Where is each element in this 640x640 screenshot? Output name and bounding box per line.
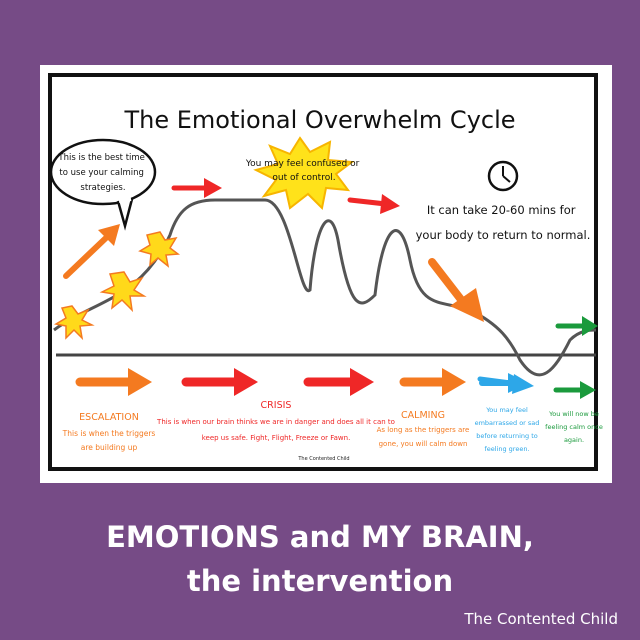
- calming-line-1: As long as the triggers are: [377, 426, 470, 434]
- speech-bubble: This is the best time to use your calmin…: [49, 138, 157, 231]
- green-line-3: again.: [564, 436, 584, 444]
- green-arrow-icon-upper: [555, 316, 598, 336]
- crisis-arrow-icon-4: [303, 368, 374, 396]
- bubble-line-2: to use your calming: [59, 168, 143, 178]
- small-burst-icon: [99, 271, 147, 313]
- small-burst-icon: [53, 305, 95, 341]
- stage-arrows: [75, 368, 596, 399]
- green-arrow-icon: [553, 381, 596, 399]
- escalation-arrow-icon: [75, 368, 152, 396]
- clock-icon: [487, 160, 519, 192]
- clock-line-1: It can take 20-60 mins for: [427, 203, 576, 217]
- green-line-2: feeling calm once: [545, 423, 603, 431]
- escalation-up-arrow-icon: [63, 224, 120, 279]
- footer-credit: The Contented Child: [464, 610, 618, 628]
- escalation-title: ESCALATION: [79, 412, 139, 423]
- crisis-arrow-icon-2: [347, 194, 400, 214]
- crisis-arrow-icon-1: [171, 178, 222, 198]
- calming-line-2: gone, you will calm down: [379, 440, 468, 448]
- escalation-line-1: This is when the triggers: [62, 429, 156, 438]
- crisis-line-1: This is when our brain thinks we are in …: [156, 418, 395, 426]
- burst-line-2: out of control.: [272, 173, 335, 183]
- calming-down-arrow-icon: [428, 258, 484, 322]
- small-burst-icon: [138, 231, 181, 268]
- escalation-line-2: are building up: [81, 443, 138, 452]
- blue-line-1: You may feel: [485, 406, 528, 414]
- bubble-line-1: This is the best time: [57, 153, 145, 163]
- blue-line-2: embarrassed or sad: [475, 419, 540, 427]
- crisis-burst-icon: You may feel confused or out of control.: [245, 136, 362, 211]
- svg-text:This is the best time to: This is the best time to use your calmin…: [57, 153, 147, 193]
- crisis-arrow-icon-3: [181, 368, 258, 396]
- watermark: The Contented Child: [297, 456, 349, 462]
- burst-line-1: You may feel confused or: [245, 159, 360, 169]
- crisis-title: CRISIS: [261, 400, 292, 411]
- svg-text:It can take 20-60 mins for: It can take 20-60 mins for your body to …: [416, 203, 591, 242]
- footer-title-line-2: the intervention: [186, 564, 454, 598]
- upper-arrows: [63, 178, 598, 394]
- blue-arrow-icon: [479, 373, 528, 393]
- svg-text:You may feel confused or: You may feel confused or out of control.: [245, 159, 362, 183]
- calming-title: CALMING: [401, 410, 445, 421]
- blue-line-3: before returning to: [476, 432, 538, 440]
- small-burst-icons: [53, 231, 181, 341]
- diagram-frame: [48, 73, 598, 471]
- overwhelm-curve: [53, 198, 597, 377]
- calming-arrow-icon: [399, 368, 466, 396]
- bubble-line-3: strategies.: [80, 183, 125, 193]
- blue-line-4: feeling green.: [484, 445, 529, 453]
- green-line-1: You will now be: [548, 410, 599, 418]
- crisis-line-2: keep us safe. Fight, Flight, Freeze or F…: [202, 434, 351, 442]
- clock-line-2: your body to return to normal.: [416, 228, 591, 242]
- diagram-card: [40, 65, 612, 483]
- footer-title-line-1: EMOTIONS and MY BRAIN,: [106, 520, 534, 554]
- diagram-title: The Emotional Overwhelm Cycle: [123, 106, 515, 134]
